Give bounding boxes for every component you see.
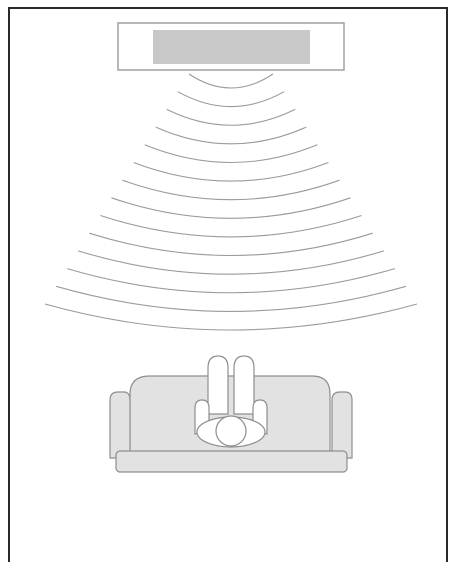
- sound-wave-arc: [111, 197, 351, 219]
- sound-wave-arc: [188, 73, 274, 89]
- sofa-right-arm: [331, 391, 353, 459]
- sound-wave-arc: [100, 214, 362, 238]
- sofa-icon: [109, 375, 353, 473]
- sound-wave-arc: [122, 179, 340, 201]
- sound-wave-arc: [144, 144, 318, 164]
- sound-wave-arc: [177, 91, 285, 108]
- listener-right-leg: [233, 355, 255, 415]
- sound-wave-arc: [155, 126, 307, 145]
- sound-wave-arc: [44, 303, 418, 331]
- sound-wave-arc: [67, 268, 395, 294]
- sound-wave-arc: [133, 161, 329, 182]
- sofa-left-arm: [109, 391, 131, 459]
- sound-wave-icon: [44, 73, 418, 331]
- soundbar-icon: [117, 22, 345, 71]
- listener-head: [215, 415, 247, 447]
- room-outline: [8, 7, 448, 562]
- room-frame: [8, 7, 448, 562]
- soundbar-screen: [153, 30, 310, 64]
- sofa-seat: [115, 450, 348, 473]
- person-top-view-icon: [194, 355, 268, 448]
- sound-wave-arc: [55, 285, 407, 312]
- sound-wave-arc: [78, 250, 384, 275]
- sound-wave-arc: [166, 108, 296, 126]
- sound-wave-arc: [89, 232, 373, 257]
- listener-left-leg: [207, 355, 229, 415]
